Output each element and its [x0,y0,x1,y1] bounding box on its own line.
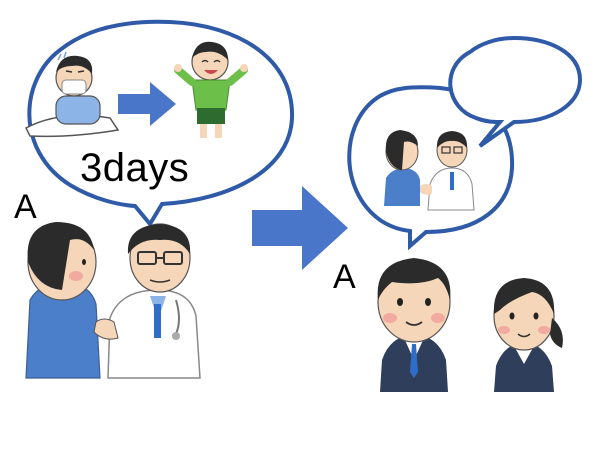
small-patient-icon [384,130,420,206]
speech-bubble-left [27,19,295,228]
duration-label: 3days [80,146,190,190]
big-arrow-icon [252,186,348,270]
small-doctor-icon [420,131,475,211]
doctor-icon [93,223,201,379]
speech-bubble-empty [448,35,583,148]
woman-in-suit-icon [493,278,563,392]
sick-child-icon [25,51,120,138]
person-label-left: A [14,188,37,226]
person-label-right: A [333,258,356,296]
patient-icon [25,222,101,379]
arrow-small-icon [118,82,176,126]
healthy-child-icon [174,41,248,138]
man-in-suit-icon [377,258,451,392]
